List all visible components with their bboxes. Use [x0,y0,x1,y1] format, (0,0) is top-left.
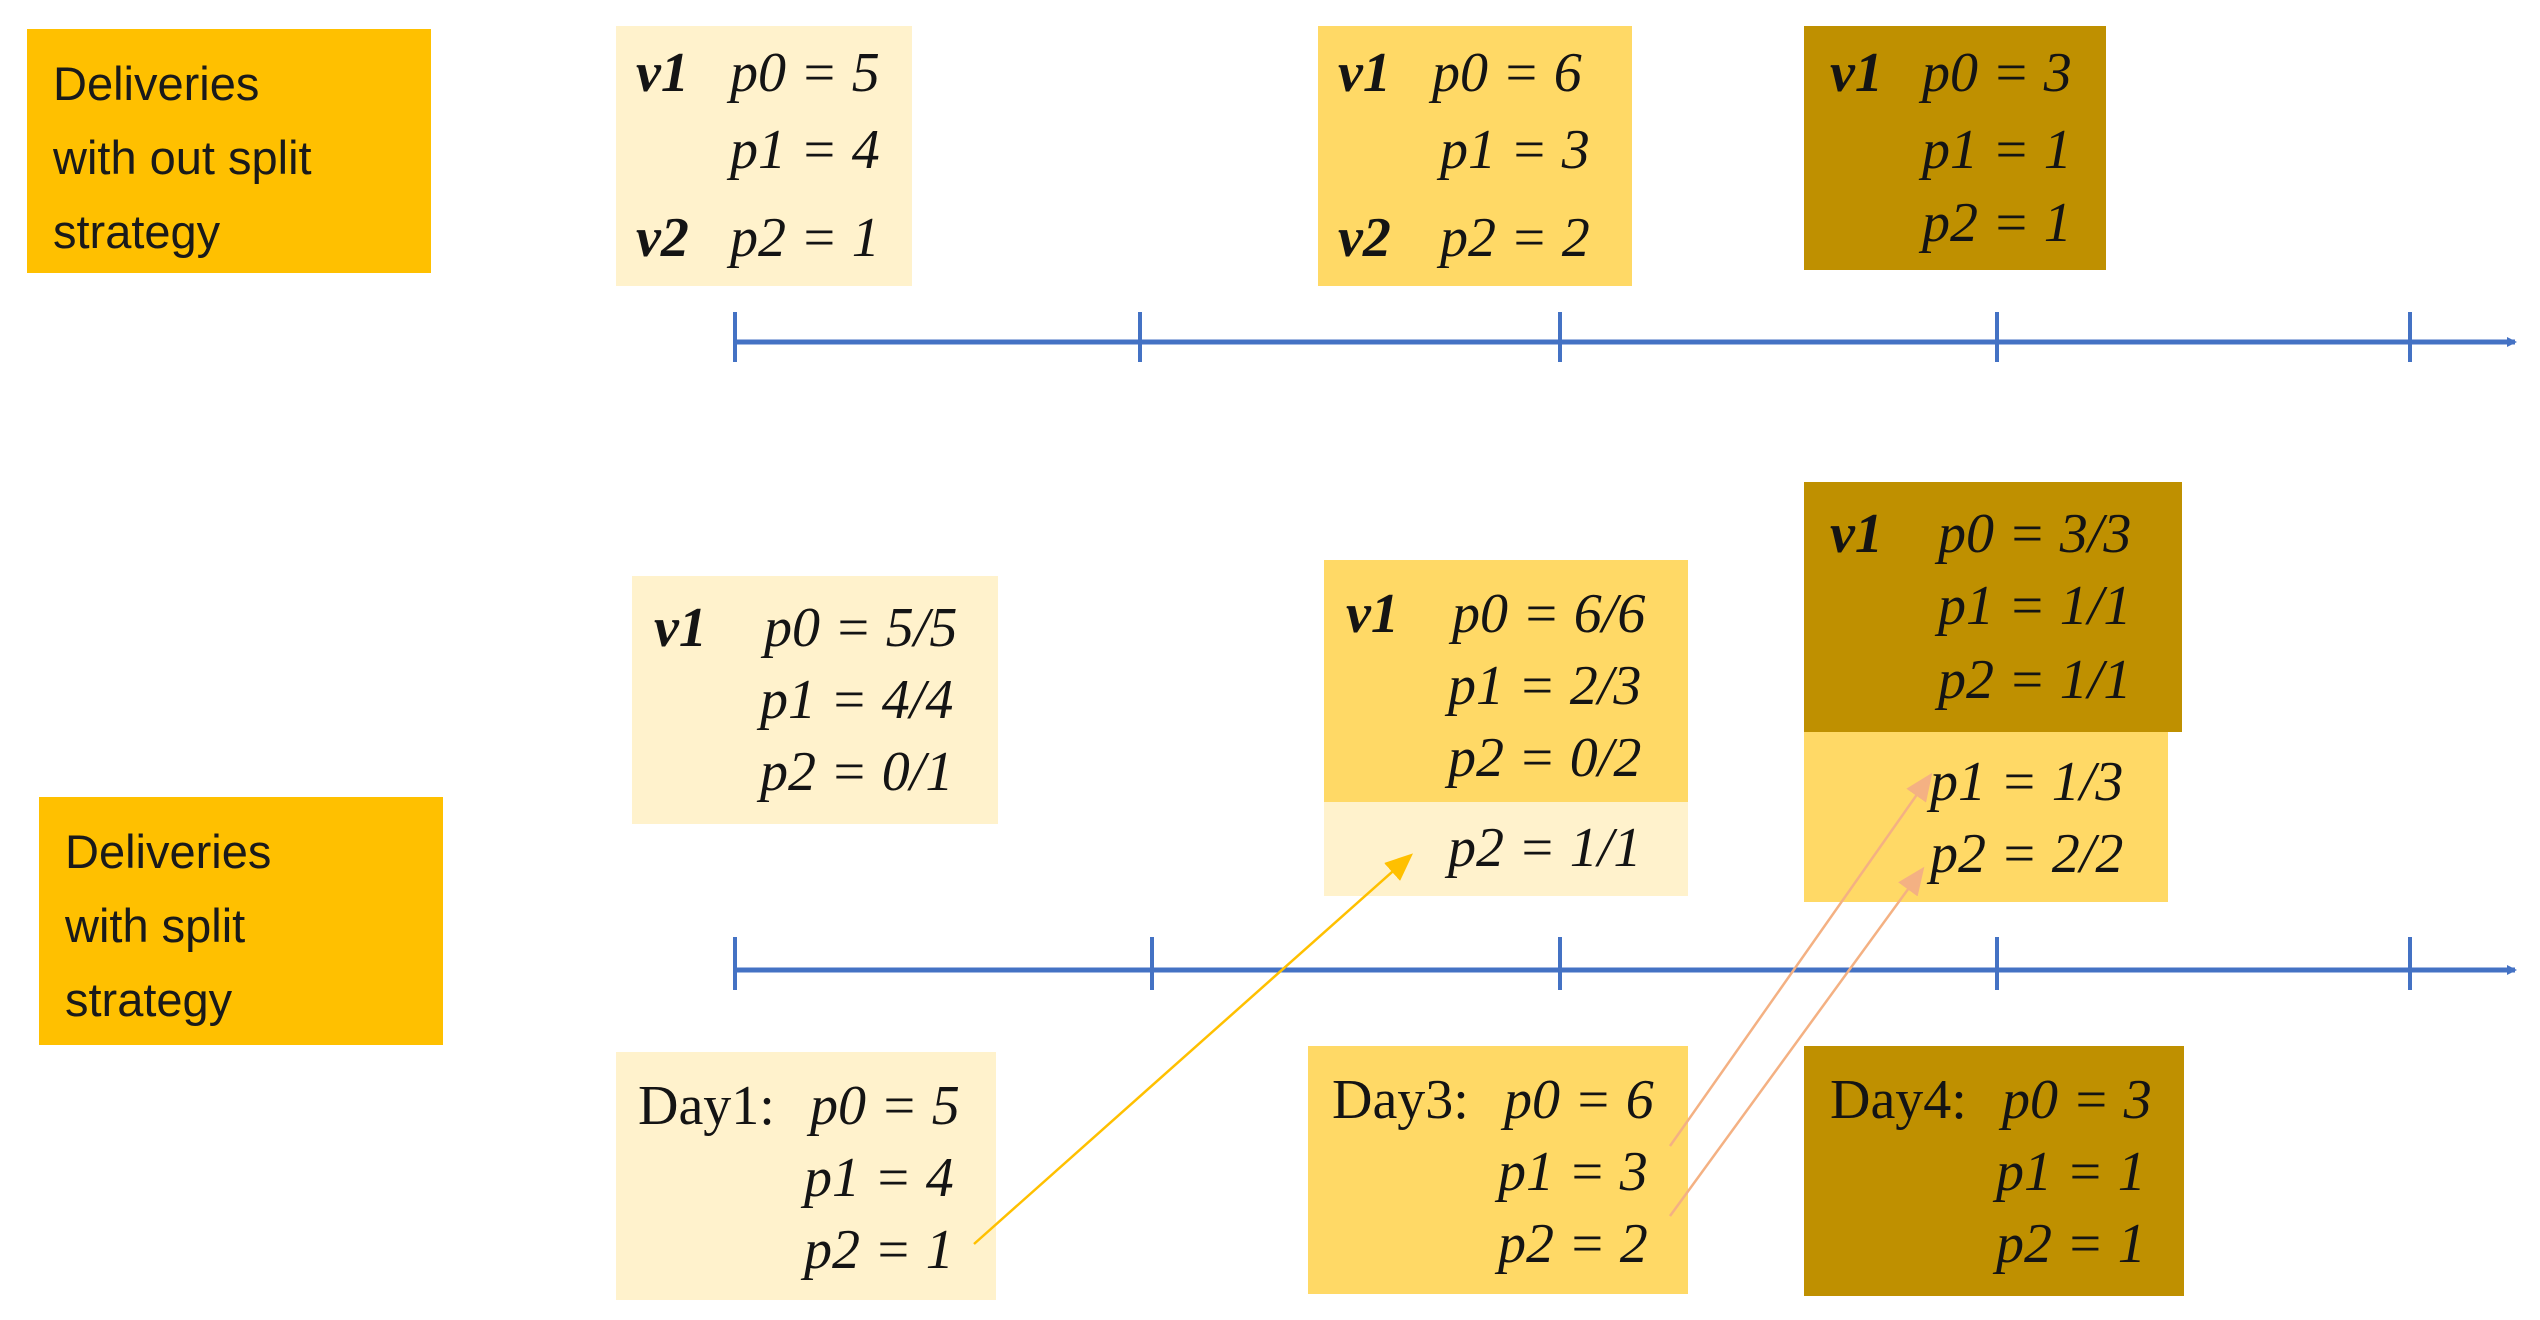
delivery-box-day3: v1 p0 = 6 p1 = 3 v2 p2 = 2 [1318,26,1632,286]
label-line: strategy [65,973,233,1026]
split-carry-box-day4: p1 = 1/3 p2 = 2/2 [1804,732,2168,902]
quantity-line: p2 = 1/1 [1448,817,1642,879]
quantity-line: p2 = 2/2 [1930,823,2124,885]
label-line: Deliveries [65,825,272,878]
day-label: Day1: [638,1075,775,1137]
delivery-box-day4: v1 p0 = 3 p1 = 1 p2 = 1 [1804,26,2106,270]
quantity-line: p0 = 3 [1922,42,2072,104]
timeline-top [733,312,2517,362]
split-box-day4: v1 p0 = 3/3 p1 = 1/1 p2 = 1/1 [1804,482,2182,732]
quantity-line: p2 = 1 [804,1219,954,1281]
demand-box-day4: Day4: p0 = 3 p1 = 1 p2 = 1 [1804,1046,2184,1296]
quantity-line: p2 = 1 [730,207,880,269]
demand-box-day3: Day3: p0 = 6 p1 = 3 p2 = 2 [1308,1046,1688,1294]
carry-arrow-p1-day3-to-day4 [1668,772,1933,1147]
day-label: Day4: [1830,1069,1967,1131]
vehicle-label: v1 [636,42,689,104]
label-line: with split [65,899,246,952]
label-line: Deliveries [53,57,260,110]
timeline-bottom [733,937,2517,990]
quantity-line: p1 = 4 [804,1147,954,1209]
quantity-line: p0 = 5/5 [764,597,958,659]
vehicle-label: v2 [1338,207,1391,269]
carry-arrow-p2-day3-to-day4 [1668,866,1925,1217]
quantity-line: p2 = 1 [1922,192,2072,254]
quantity-line: p1 = 2/3 [1448,655,1642,717]
quantity-line: p2 = 2 [1440,207,1590,269]
split-box-day1: v1 p0 = 5/5 p1 = 4/4 p2 = 0/1 [632,576,998,824]
label-with-split: Deliveries with split strategy [39,797,443,1045]
quantity-line: p2 = 2 [1498,1213,1648,1275]
quantity-line: p1 = 3 [1498,1141,1648,1203]
quantity-line: p1 = 1/1 [1938,575,2132,637]
split-box-day3: v1 p0 = 6/6 p1 = 2/3 p2 = 0/2 [1324,560,1688,802]
quantity-line: p2 = 1/1 [1938,649,2132,711]
label-line: strategy [53,205,221,258]
quantity-line: p1 = 1/3 [1930,751,2124,813]
carry-arrow-p2-day1-to-day3 [973,853,1413,1245]
delivery-box-day1: v1 p0 = 5 p1 = 4 v2 p2 = 1 [616,26,912,286]
quantity-line: p0 = 6 [1432,42,1582,104]
demand-box-day1: Day1: p0 = 5 p1 = 4 p2 = 1 [616,1052,996,1300]
vehicle-label: v1 [1346,583,1399,645]
vehicle-label: v2 [636,207,689,269]
quantity-line: p1 = 1 [1922,119,2072,181]
quantity-line: p1 = 3 [1440,119,1590,181]
quantity-line: p1 = 4/4 [760,669,954,731]
quantity-line: p0 = 5 [730,42,880,104]
split-carry-box-day3: p2 = 1/1 [1324,802,1688,896]
quantity-line: p1 = 1 [1996,1141,2146,1203]
day-label: Day3: [1332,1069,1469,1131]
quantity-line: p1 = 4 [730,119,880,181]
vehicle-label: v1 [654,597,707,659]
quantity-line: p0 = 5 [810,1075,960,1137]
vehicle-label: v1 [1830,42,1883,104]
vehicle-label: v1 [1338,42,1391,104]
quantity-line: p2 = 0/1 [760,741,954,803]
quantity-line: p0 = 3/3 [1938,503,2132,565]
quantity-line: p0 = 6/6 [1452,583,1646,645]
quantity-line: p2 = 0/2 [1448,727,1642,789]
label-line: with out split [53,131,312,184]
quantity-line: p2 = 1 [1996,1213,2146,1275]
quantity-line: p0 = 3 [2002,1069,2152,1131]
vehicle-label: v1 [1830,503,1883,565]
quantity-line: p0 = 6 [1504,1069,1654,1131]
label-without-split: Deliveries with out split strategy [27,29,431,273]
